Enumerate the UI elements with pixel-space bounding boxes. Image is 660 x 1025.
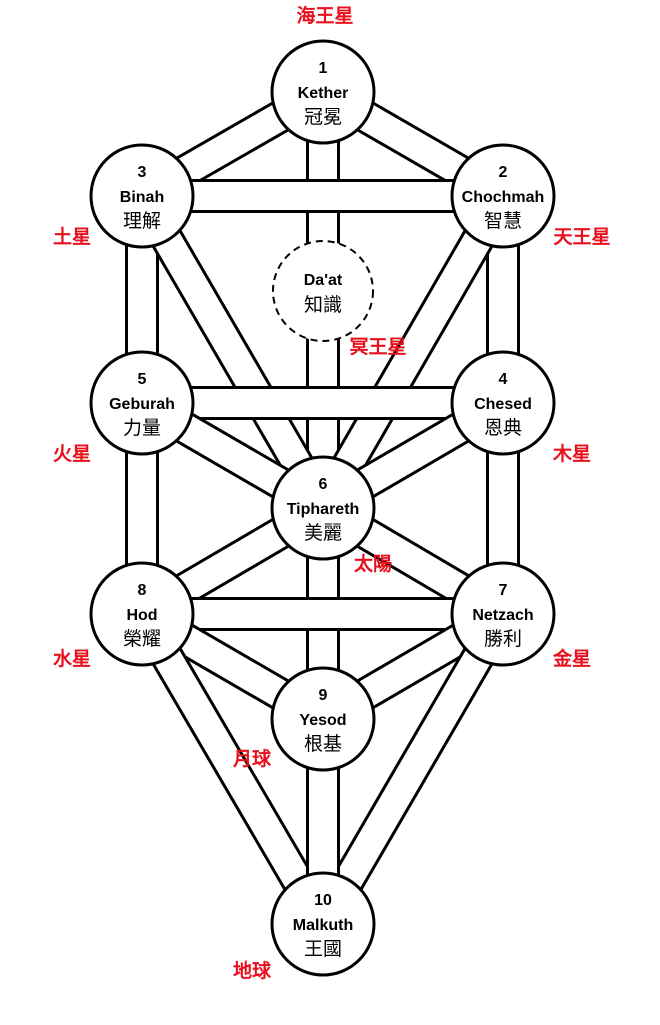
sephirah-name: Netzach	[472, 607, 533, 624]
sephirah-name: Chochmah	[462, 189, 545, 206]
planet-label-binah: 土星	[53, 226, 91, 248]
sephirah-number: 10	[314, 892, 332, 909]
sephirah-name: Binah	[120, 189, 164, 206]
sephirah-name: Kether	[298, 85, 349, 102]
sephirah-number: 1	[319, 60, 328, 77]
sephirah-name: Geburah	[109, 396, 175, 413]
path-netzach-malkuth	[308, 605, 518, 933]
sephirah-name-cjk: 王國	[304, 938, 342, 960]
sephirah-name-cjk: 智慧	[484, 210, 522, 232]
sephirah-name-cjk: 勝利	[484, 628, 522, 650]
planet-label-daat: 冥王星	[349, 336, 406, 358]
planet-label-kether: 海王星	[296, 4, 353, 27]
sephirah-name: Chesed	[474, 396, 532, 413]
planet-label-geburah: 火星	[53, 443, 91, 465]
sephirah-number: 9	[319, 687, 328, 704]
sephirah-name: Malkuth	[293, 917, 353, 934]
planet-label-chochmah: 天王星	[553, 226, 610, 248]
sephirah-daat: Da'at 知識	[272, 240, 374, 342]
sephirah-name-cjk: 榮耀	[123, 628, 161, 650]
sephirah-number: 4	[499, 371, 508, 388]
sephirah-name-cjk: 力量	[123, 417, 161, 439]
sephirah-name-cjk: 知識	[304, 294, 342, 316]
planet-label-yesod: 月球	[232, 747, 272, 770]
sephirah-name-cjk: 根基	[304, 733, 342, 755]
sephirah-number: 5	[138, 371, 147, 388]
planet-label-netzach: 金星	[552, 647, 591, 670]
path-chochmah-tiphareth	[308, 187, 518, 517]
planet-label-chesed: 木星	[552, 442, 591, 465]
path-binah-tiphareth	[127, 187, 338, 517]
sephirah-number: 6	[319, 476, 328, 493]
planet-label-hod: 水星	[53, 648, 91, 670]
sephirah-name: Hod	[126, 607, 157, 624]
path-hod-malkuth	[127, 605, 338, 933]
sephirah-number: 7	[499, 582, 508, 599]
sephirah-number: 3	[138, 164, 147, 181]
sephirah-number: 8	[138, 582, 147, 599]
planet-label-malkuth: 地球	[233, 959, 272, 982]
sephirah-name: Tiphareth	[287, 501, 360, 518]
sephirah-name-cjk: 恩典	[484, 417, 522, 439]
sephirah-name: Da'at	[304, 272, 343, 289]
planet-label-tiphareth: 太陽	[354, 552, 392, 575]
sephirah-number: 2	[499, 164, 508, 181]
sephirah-name-cjk: 理解	[123, 210, 161, 232]
sephirah-name-cjk: 美麗	[304, 522, 342, 544]
sephirah-name-cjk: 冠冕	[304, 106, 342, 128]
sephirah-name: Yesod	[299, 712, 346, 729]
